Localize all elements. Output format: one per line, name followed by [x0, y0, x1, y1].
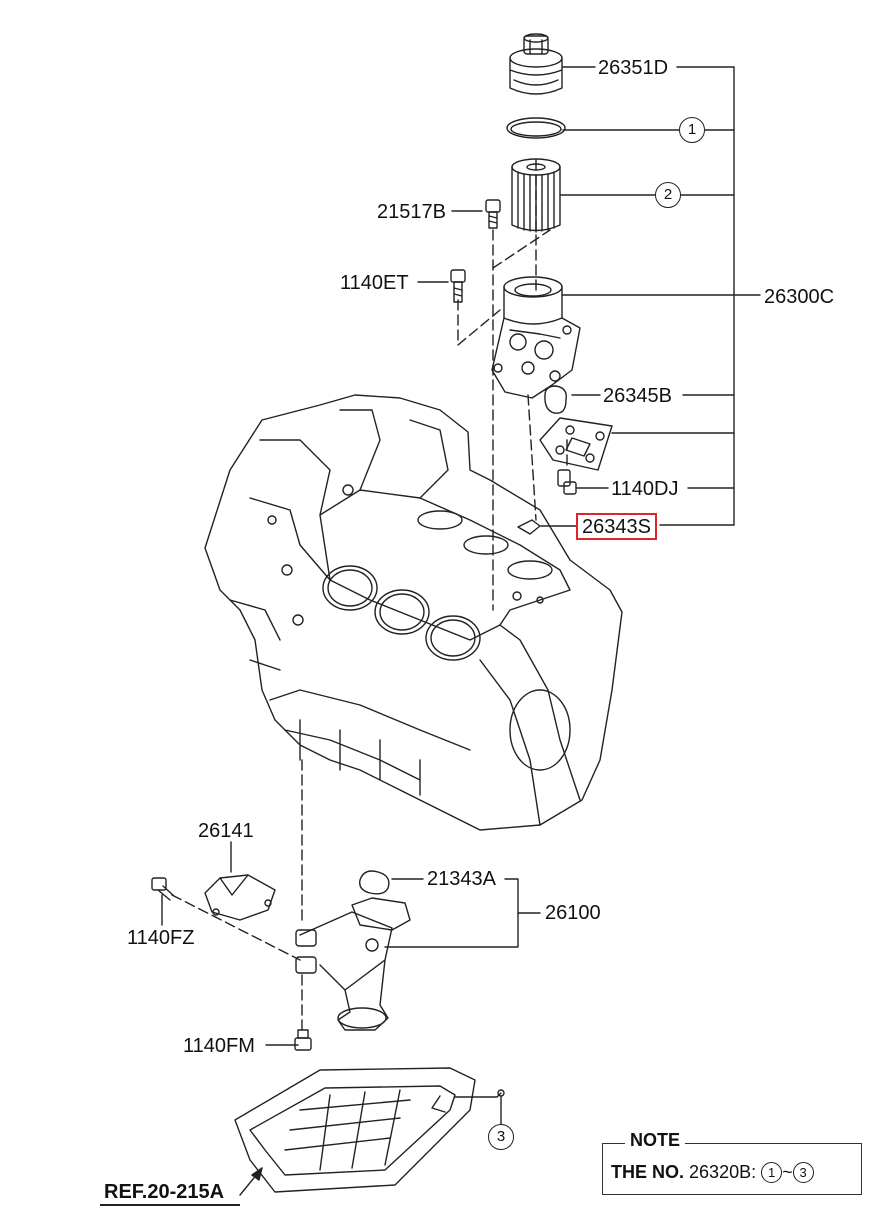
note-text: THE NO. 26320B: 1~3	[611, 1162, 814, 1183]
engine-block	[204, 394, 623, 831]
label-1140et[interactable]: 1140ET	[340, 272, 409, 294]
note-title: NOTE	[625, 1130, 686, 1151]
ref-label[interactable]: REF.20-215A	[104, 1181, 225, 1203]
label-1140dj[interactable]: 1140DJ	[611, 478, 679, 500]
note-callout-from: 1	[761, 1162, 783, 1183]
drain-plug	[497, 1089, 505, 1097]
label-1140fm[interactable]: 1140FM	[183, 1035, 255, 1057]
callout-3[interactable]: 3	[488, 1124, 514, 1150]
label-1140fz[interactable]: 1140FZ	[127, 927, 195, 949]
bolt-1140et	[450, 269, 466, 303]
label-26345b[interactable]: 26345B	[603, 385, 672, 407]
leader-lines	[161, 66, 761, 1196]
oil-baffle	[204, 874, 276, 921]
label-26343s-highlighted[interactable]: 26343S	[576, 513, 657, 540]
sensor-part	[517, 519, 541, 535]
callout-2[interactable]: 2	[655, 182, 681, 208]
note-tilde: ~	[782, 1162, 793, 1182]
label-26100[interactable]: 26100	[545, 902, 601, 924]
o-ring	[506, 117, 566, 139]
note-box: NOTE THE NO. 26320B: 1~3	[602, 1130, 862, 1195]
note-sep: :	[751, 1162, 757, 1182]
bolt-21517b	[485, 199, 501, 229]
note-number: 26320B	[689, 1162, 752, 1182]
note-prefix: THE NO.	[611, 1162, 685, 1182]
label-26300c[interactable]: 26300C	[764, 286, 835, 308]
label-21343a[interactable]: 21343A	[427, 868, 496, 890]
note-callout-to: 3	[792, 1162, 814, 1183]
oil-pan	[234, 1067, 476, 1193]
callout-1[interactable]: 1	[679, 117, 705, 143]
oil-cooler	[539, 417, 613, 471]
oil-pump-strainer	[295, 897, 411, 1031]
pump-o-ring	[359, 870, 390, 895]
ref-underline	[100, 1204, 240, 1206]
bolt-1140fm	[294, 1029, 312, 1051]
bolt-1140dj	[557, 469, 577, 495]
label-26141[interactable]: 26141	[198, 820, 254, 842]
filter-housing	[491, 276, 581, 399]
gasket	[544, 385, 567, 414]
filter-element	[511, 158, 561, 233]
oil-filter-cap	[509, 33, 563, 95]
label-26351d[interactable]: 26351D	[598, 57, 669, 79]
bolt-1140fz	[151, 877, 175, 901]
label-21517b[interactable]: 21517B	[377, 201, 446, 223]
